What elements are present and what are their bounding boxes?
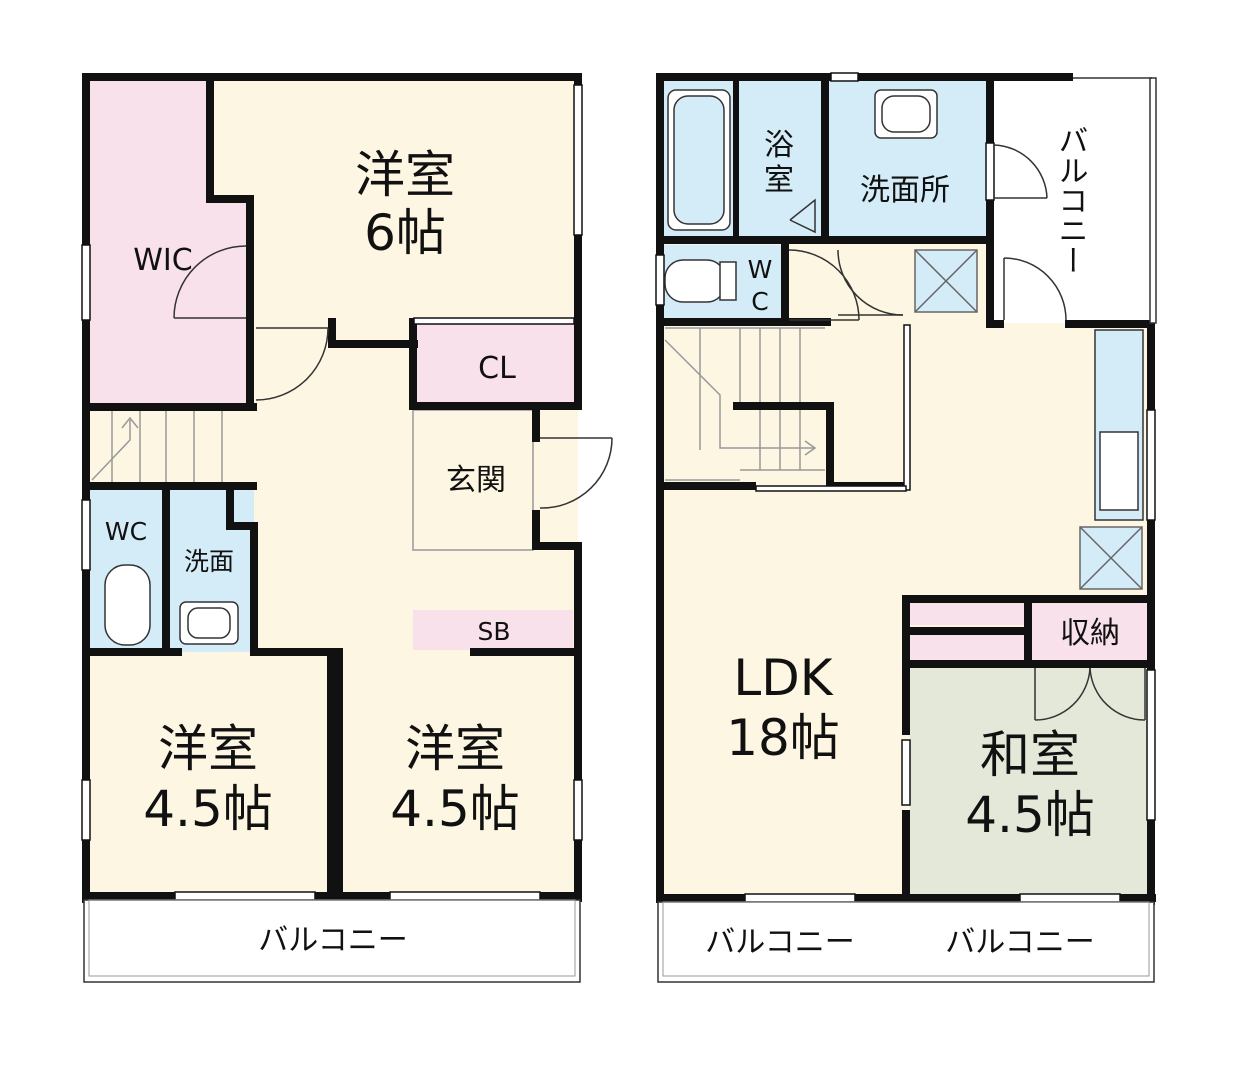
floor-1: WIC 洋室 6帖 CL 玄関 WC 洗面 SB 洋室 4.5帖 洋室 4.5帖…: [81, 73, 613, 983]
room-washitsu: [910, 665, 1148, 895]
label-senmenjo: 洗面所: [860, 173, 950, 208]
label-washitsu-l2: 4.5帖: [965, 786, 1095, 844]
doors-2f: [788, 144, 1146, 721]
balcony-2f: [657, 901, 1155, 983]
fixtures-2f: [664, 89, 938, 303]
label-washitsu-l1: 和室: [980, 726, 1080, 784]
label-yoshitsu-right-l2: 4.5帖: [390, 780, 520, 838]
label-yokushitsu-l2: 室: [764, 163, 794, 198]
label-ldk-l2: 18帖: [726, 709, 840, 767]
label-wc-2f-l1: W: [748, 255, 773, 284]
label-yoshitsu-left-l1: 洋室: [158, 720, 258, 778]
room-sb: [413, 610, 573, 650]
label-balcony-1f: バルコニー: [258, 923, 407, 958]
doors-1f: [173, 245, 613, 509]
label-yoshitsu-right-l1: 洋室: [405, 720, 505, 778]
label-balcony-2f-right: バルコニー: [945, 925, 1094, 960]
pantry-boxes: [914, 249, 1143, 590]
floor-2: 浴 室 洗面所 W C LDK 18帖 収納 和室 4.5帖 バルコニー バルコ…: [655, 72, 1157, 983]
label-yokushitsu-l1: 浴: [764, 128, 794, 163]
label-shuno: 収納: [1060, 616, 1120, 651]
room-shuno: [1030, 600, 1148, 660]
label-wic: WIC: [133, 243, 192, 278]
shelf-pink-2: [910, 635, 1028, 660]
windows-1f: [81, 84, 583, 901]
label-senmen: 洗面: [184, 547, 234, 576]
label-balcony-2f-left: バルコニー: [705, 925, 854, 960]
room-cl: [413, 322, 578, 406]
stairs-2f: [664, 327, 825, 481]
walls-1f: [82, 73, 582, 903]
label-balcony-side: バルコニー: [1053, 125, 1088, 275]
label-wc-2f-l2: C: [751, 287, 768, 316]
label-sb: SB: [477, 617, 510, 646]
label-yoshitsu-6-l1: 洋室: [355, 146, 455, 204]
balcony-side: [990, 78, 1155, 323]
label-ldk-l1: LDK: [733, 649, 833, 707]
balcony-1f: [83, 899, 581, 983]
label-wc-1f: WC: [105, 517, 147, 546]
label-genkan: 玄関: [446, 463, 506, 498]
fixtures-1f: [104, 564, 239, 646]
label-cl: CL: [478, 351, 516, 386]
walls-2f: [656, 73, 1156, 905]
balcony-side-rail: [1149, 77, 1157, 324]
label-yoshitsu-left-l2: 4.5帖: [143, 780, 273, 838]
shelf-pink-1: [910, 600, 1028, 625]
label-yoshitsu-6-l2: 6帖: [364, 204, 446, 262]
